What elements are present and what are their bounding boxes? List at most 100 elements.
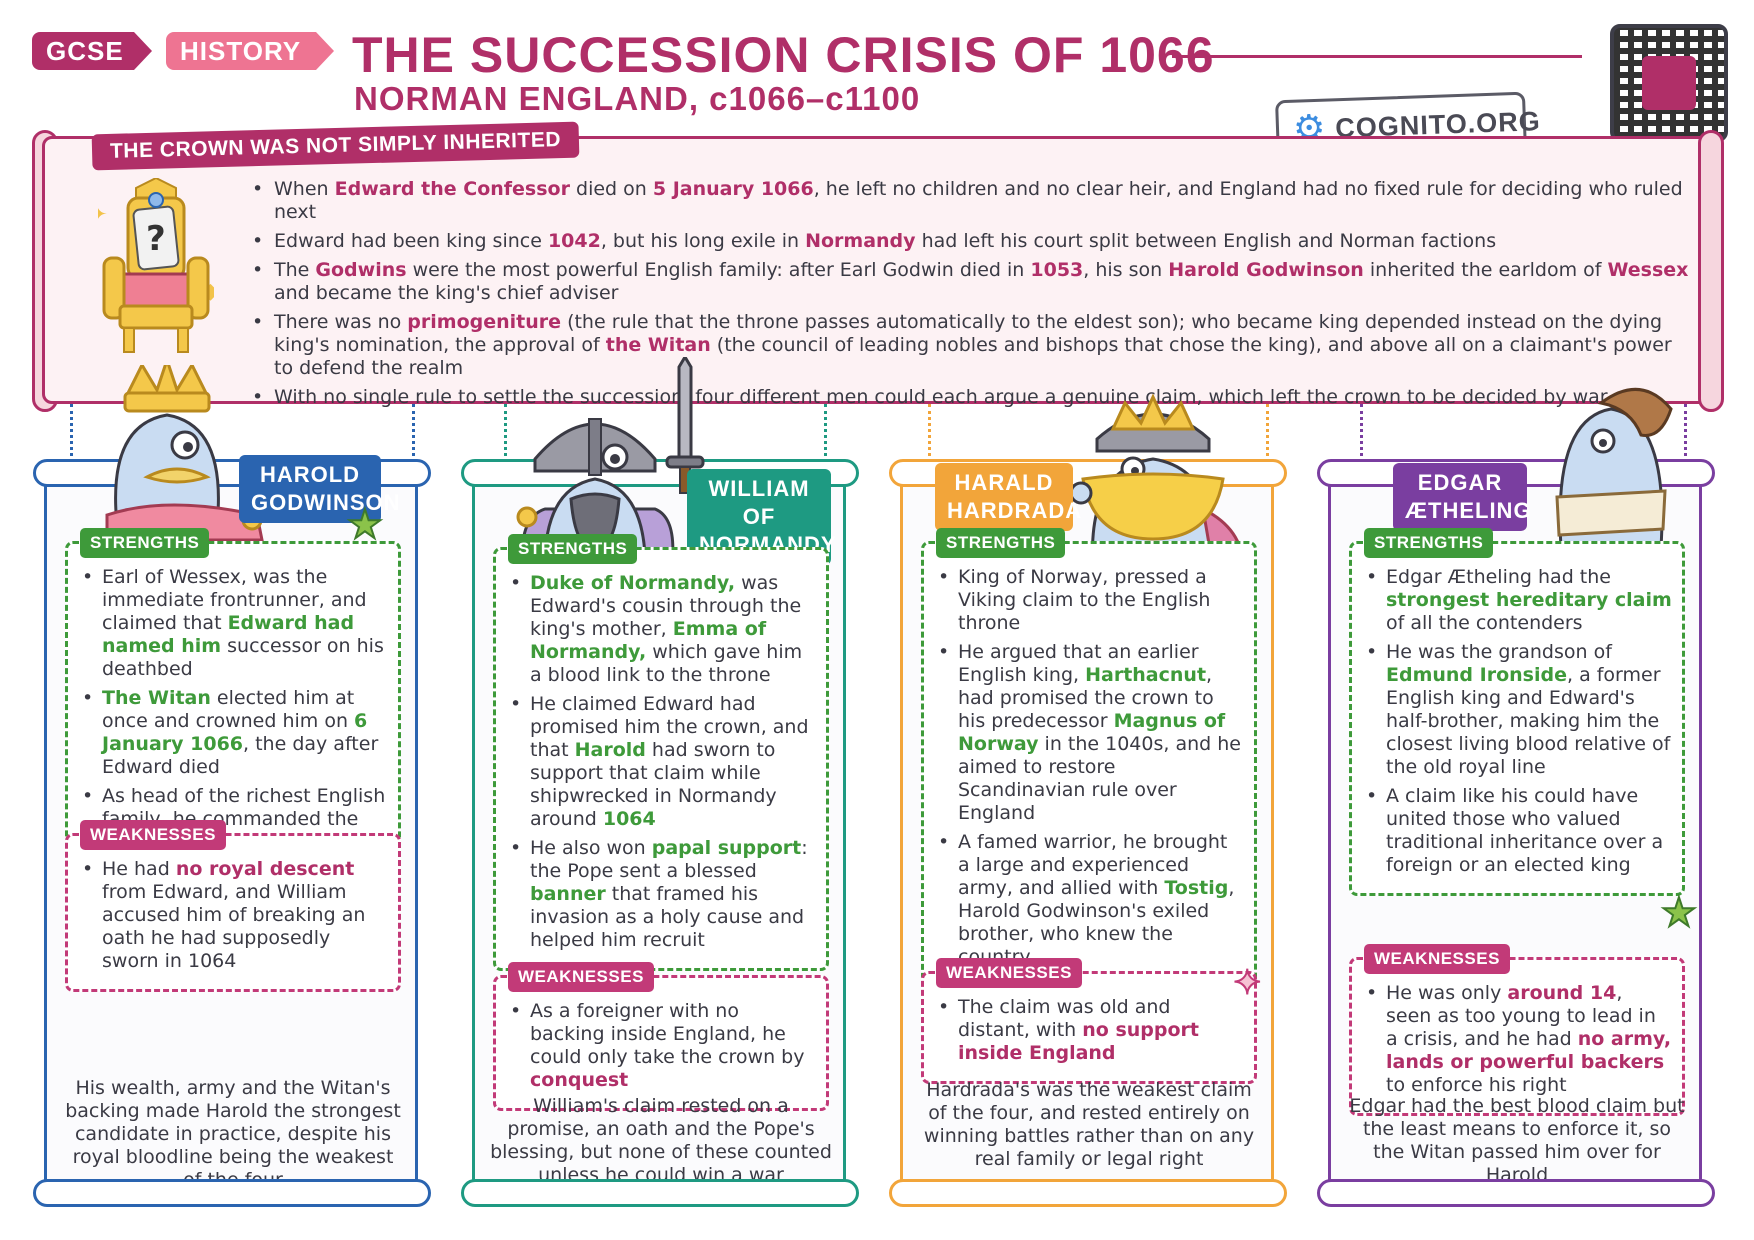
- highlight-text: 1042: [547, 230, 601, 252]
- chain: [928, 404, 938, 468]
- qr-code[interactable]: [1610, 24, 1728, 142]
- sparkle-icon: ✦: [1232, 962, 1262, 1004]
- bullet-point: He had no royal descent from Edward, and…: [82, 858, 388, 973]
- bullet-point: Edward had been king since 1042, but his…: [252, 230, 1692, 253]
- bullet-point: King of Norway, pressed a Viking claim t…: [938, 566, 1244, 635]
- body-text: The: [274, 259, 316, 281]
- qr-logo: [1642, 56, 1696, 110]
- highlight-text: primogeniture: [407, 311, 562, 333]
- body-text: Edgar Ætheling had the: [1386, 566, 1611, 588]
- sword-icon: [665, 357, 705, 494]
- highlight-text: 5 January 1066: [652, 178, 814, 200]
- tag-gcse: GCSE: [32, 32, 152, 70]
- bullet-point: A famed warrior, he brought a large and …: [938, 831, 1244, 969]
- chain: [412, 404, 422, 468]
- body-text: There was no: [274, 311, 408, 333]
- body-text: elected him at once and crowned him on: [102, 687, 355, 732]
- body-text: King of Norway, pressed a Viking claim t…: [958, 566, 1211, 634]
- bullet-point: A claim like his could have united those…: [1366, 785, 1672, 877]
- body-text: (the council of leading nobles and bisho…: [274, 334, 1672, 379]
- highlight-text: conquest: [530, 1069, 629, 1091]
- body-text: were the most powerful English family: a…: [406, 259, 1031, 281]
- scroll-roll-bottom: [461, 1179, 859, 1207]
- bullet-point: Edgar Ætheling had the strongest heredit…: [1366, 566, 1672, 635]
- bullet-point: The claim was old and distant, with no s…: [938, 996, 1244, 1065]
- weaknesses-list: He had no royal descent from Edward, and…: [82, 858, 388, 973]
- bullet-point: He was the grandson of Edmund Ironside, …: [1366, 641, 1672, 779]
- claimant-name: HARALD HARDRADA: [935, 463, 1081, 531]
- body-text: from Edward, and William accused him of …: [102, 881, 366, 972]
- claimant-card-edgar: EDGAR ÆTHELING STRENGTHS Edgar Ætheling …: [1317, 388, 1715, 1207]
- claimant-card-harald: HARALD HARDRADA STRENGTHS King of Norway…: [889, 393, 1287, 1207]
- weaknesses-box: WEAKNESSES As a foreigner with no backin…: [493, 962, 829, 1111]
- claimant-name: EDGAR ÆTHELING: [1393, 463, 1531, 531]
- highlight-text: Emma of Normandy,: [530, 618, 767, 663]
- bullet-point: The Witan elected him at once and crowne…: [82, 687, 388, 779]
- body-text: Earl of Wessex, was the immediate frontr…: [102, 566, 367, 634]
- weaknesses-list: He was only around 14, seen as too young…: [1366, 982, 1672, 1097]
- bullet-point: The Godwins were the most powerful Engli…: [252, 259, 1692, 305]
- weaknesses-label: WEAKNESSES: [508, 962, 654, 992]
- bullet-point: Earl of Wessex, was the immediate frontr…: [82, 566, 388, 681]
- highlight-text: 1053: [1030, 259, 1084, 281]
- body-text: He argued that an earlier English king,: [958, 641, 1199, 686]
- body-text: As a foreigner with no backing inside En…: [530, 1000, 805, 1068]
- claim-summary: His wealth, army and the Witan's backing…: [65, 1077, 401, 1191]
- weaknesses-label: WEAKNESSES: [1364, 944, 1510, 974]
- page-title: THE SUCCESSION CRISIS OF 1066: [352, 27, 1215, 83]
- bullet-point: As a foreigner with no backing inside En…: [510, 1000, 816, 1092]
- body-text: in the 1040s, and he aimed to restore Sc…: [958, 733, 1241, 824]
- chain: [824, 404, 834, 468]
- bullet-point: He claimed Edward had promised him the c…: [510, 693, 816, 831]
- body-text: , his son: [1083, 259, 1169, 281]
- weaknesses-box: WEAKNESSES The claim was old and distant…: [921, 958, 1257, 1084]
- throne-icon: ✦ ◆ ?: [98, 178, 214, 353]
- body-text: He was only: [1386, 982, 1508, 1004]
- title-rule: [1172, 55, 1582, 58]
- body-text: He also won: [530, 837, 652, 859]
- harald-avatar-icon: [1069, 393, 1245, 569]
- highlight-text: Wessex: [1607, 259, 1689, 281]
- banner-roll-right: [1698, 130, 1724, 412]
- claim-summary: Hardrada's was the weakest claim of the …: [923, 1079, 1255, 1170]
- bullet-point: With no single rule to settle the succes…: [252, 386, 1692, 409]
- highlight-text: Duke of Normandy,: [530, 572, 736, 594]
- body-text: died on: [569, 178, 653, 200]
- bullet-point: When Edward the Confessor died on 5 Janu…: [252, 178, 1692, 224]
- weaknesses-label: WEAKNESSES: [80, 820, 226, 850]
- claimant-card-harold: HAROLD GODWINSON ★ STRENGTHS Earl of Wes…: [33, 365, 431, 1207]
- highlight-text: Tostig: [1164, 877, 1229, 899]
- tag-subject: HISTORY: [166, 32, 334, 70]
- claim-summary: Edgar had the best blood claim but the l…: [1349, 1095, 1685, 1186]
- body-text: The claim was old and distant, with: [958, 996, 1171, 1041]
- body-text: successor on his deathbed: [102, 635, 384, 680]
- body-text: A famed warrior, he brought a large and …: [958, 831, 1228, 899]
- highlight-text: around 14: [1507, 982, 1617, 1004]
- body-text: , a former English king and Edward's hal…: [1386, 664, 1671, 778]
- body-text: had left his court split between English…: [915, 230, 1497, 252]
- page-subtitle: NORMAN ENGLAND, c1066–c1100: [354, 80, 921, 117]
- strengths-box: STRENGTHS Edgar Ætheling had the stronge…: [1349, 528, 1685, 896]
- highlight-text: Normandy: [805, 230, 916, 252]
- body-text: inherited the earldom of: [1363, 259, 1608, 281]
- body-text: When: [274, 178, 335, 200]
- bullet-point: He also won papal support: the Pope sent…: [510, 837, 816, 952]
- highlight-text: Harold Godwinson: [1168, 259, 1364, 281]
- body-text: With no single rule to settle the succes…: [274, 386, 1608, 408]
- body-text: (the rule that the throne passes automat…: [274, 311, 1663, 356]
- claim-summary: William's claim rested on a promise, an …: [490, 1095, 832, 1186]
- bullet-point: There was no primogeniture (the rule tha…: [252, 311, 1692, 380]
- highlight-text: no support inside England: [958, 1019, 1200, 1064]
- bullet-point: Duke of Normandy, was Edward's cousin th…: [510, 572, 816, 687]
- body-text: , he left no children and no clear heir,…: [274, 178, 1683, 223]
- star-icon: ★: [346, 502, 384, 548]
- bullet-point: He argued that an earlier English king, …: [938, 641, 1244, 825]
- harold-avatar-icon: [105, 365, 264, 542]
- chain: [1266, 404, 1276, 468]
- strengths-list: Edgar Ætheling had the strongest heredit…: [1366, 566, 1672, 877]
- body-text: that framed his invasion as a holy cause…: [530, 883, 805, 951]
- highlight-text: 1064: [602, 808, 656, 830]
- claimant-name: HAROLD GODWINSON: [239, 455, 400, 523]
- highlight-text: no royal descent: [175, 858, 355, 880]
- highlight-text: The Witan: [102, 687, 211, 709]
